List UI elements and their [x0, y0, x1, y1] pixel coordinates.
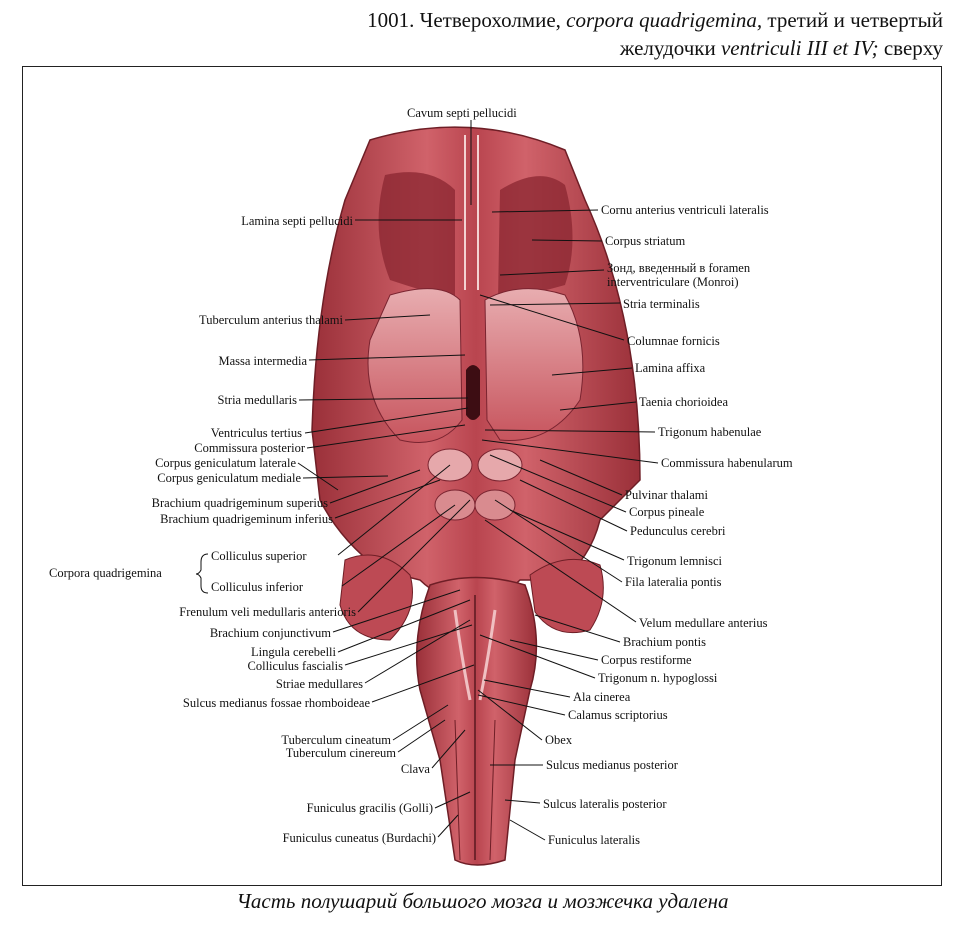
figure-caption: Часть полушарий большого мозга и мозжечк…: [236, 889, 729, 913]
label-comm-post: Commissura posterior: [194, 441, 305, 455]
label-calamus: Calamus scriptorius: [568, 708, 668, 722]
label-comm-hab: Commissura habenularum: [661, 456, 793, 470]
illustration-frame: [22, 66, 942, 886]
label-ventriculus: Ventriculus tertius: [210, 426, 302, 440]
label-lingula: Lingula cerebelli: [250, 645, 336, 659]
label-fun-grac: Funiculus gracilis (Golli): [306, 801, 433, 815]
label-pineale: Corpus pineale: [629, 505, 705, 519]
label-velum: Velum medullare anterius: [639, 616, 768, 630]
label-fun-cun: Funiculus cuneatus (Burdachi): [282, 831, 436, 845]
label-obex: Obex: [545, 733, 573, 747]
label-br-inf: Brachium quadrigeminum inferius: [160, 512, 333, 526]
label-corpora: Corpora quadrigemina: [49, 566, 162, 580]
septum-pellucidum: [464, 135, 479, 290]
label-stria-med: Stria medullaris: [217, 393, 298, 407]
label-tub-cin: Tuberculum cineatum: [281, 733, 391, 747]
label-pulvinar: Pulvinar thalami: [625, 488, 708, 502]
label-tub-anterius: Tuberculum anterius thalami: [199, 313, 343, 327]
leader-lines: [297, 120, 659, 841]
right-superior-colliculus: [477, 448, 523, 482]
label-clava: Clava: [400, 762, 430, 776]
label-cg-lat: Corpus geniculatum laterale: [155, 456, 296, 470]
right-lateral-ventricle: [498, 176, 573, 300]
label-cavum: Cavum septi pellucidi: [407, 106, 517, 120]
label-zond1: Зонд, введенный в foramen: [607, 261, 751, 275]
label-lamina-septi: Lamina septi pellucidi: [241, 214, 353, 228]
label-br-conj: Brachium conjunctivum: [209, 626, 331, 640]
rhomboid-fossa-ridges: [453, 609, 497, 701]
right-thalamus: [484, 288, 584, 441]
third-ventricle: [466, 365, 480, 420]
label-coll-sup: Colliculus superior: [211, 549, 307, 563]
label-coll-inf: Colliculus inferior: [211, 580, 303, 594]
posterior-funiculi: [454, 719, 496, 861]
hemisphere-remnant: [311, 126, 641, 601]
label-br-pontis: Brachium pontis: [623, 635, 706, 649]
label-taenia: Taenia chorioidea: [639, 395, 729, 409]
label-cornu: Cornu anterius ventriculi lateralis: [601, 203, 769, 217]
figure-title: 1001. Четверохолмие, corpora quadrigemin…: [367, 8, 943, 60]
label-corpus-str: Corpus striatum: [605, 234, 686, 248]
right-inferior-colliculus: [474, 489, 516, 521]
label-lamina-aff: Lamina affixa: [635, 361, 706, 375]
label-frenulum: Frenulum veli medullaris anterioris: [179, 605, 356, 619]
label-br-sup: Brachium quadrigeminum superius: [151, 496, 328, 510]
right-cerebellar-lobe: [529, 558, 604, 634]
label-coll-fasc: Colliculus fascialis: [247, 659, 343, 673]
label-sulc-med-post: Sulcus medianus posterior: [546, 758, 678, 772]
label-tub-ciner: Tuberculum cinereum: [285, 746, 396, 760]
label-ala: Ala cinerea: [573, 690, 631, 704]
label-fun-lat: Funiculus lateralis: [548, 833, 640, 847]
label-fila: Fila lateralia pontis: [625, 575, 722, 589]
left-lateral-ventricle: [378, 172, 455, 300]
medulla-oblongata: [415, 576, 538, 866]
label-cg-med: Corpus geniculatum mediale: [157, 471, 301, 485]
label-pedunc: Pedunculus cerebri: [630, 524, 726, 538]
label-striae: Striae medullares: [275, 677, 363, 691]
label-zond2: interventriculare (Monroi): [607, 275, 739, 289]
label-columnae: Columnae fornicis: [627, 334, 720, 348]
label-sulcus-med-fossae: Sulcus medianus fossae rhomboideae: [182, 696, 370, 710]
label-sulc-lat-post: Sulcus lateralis posterior: [543, 797, 667, 811]
label-trig-lemn: Trigonum lemnisci: [627, 554, 723, 568]
label-restiforme: Corpus restiforme: [601, 653, 692, 667]
label-trig-hab: Trigonum habenulae: [658, 425, 762, 439]
corpora-bracket: [195, 553, 209, 594]
label-massa: Massa intermedia: [218, 354, 307, 368]
left-thalamus: [367, 288, 463, 443]
label-stria-term: Stria terminalis: [623, 297, 700, 311]
label-trig-hypo: Trigonum n. hypoglossi: [598, 671, 718, 685]
